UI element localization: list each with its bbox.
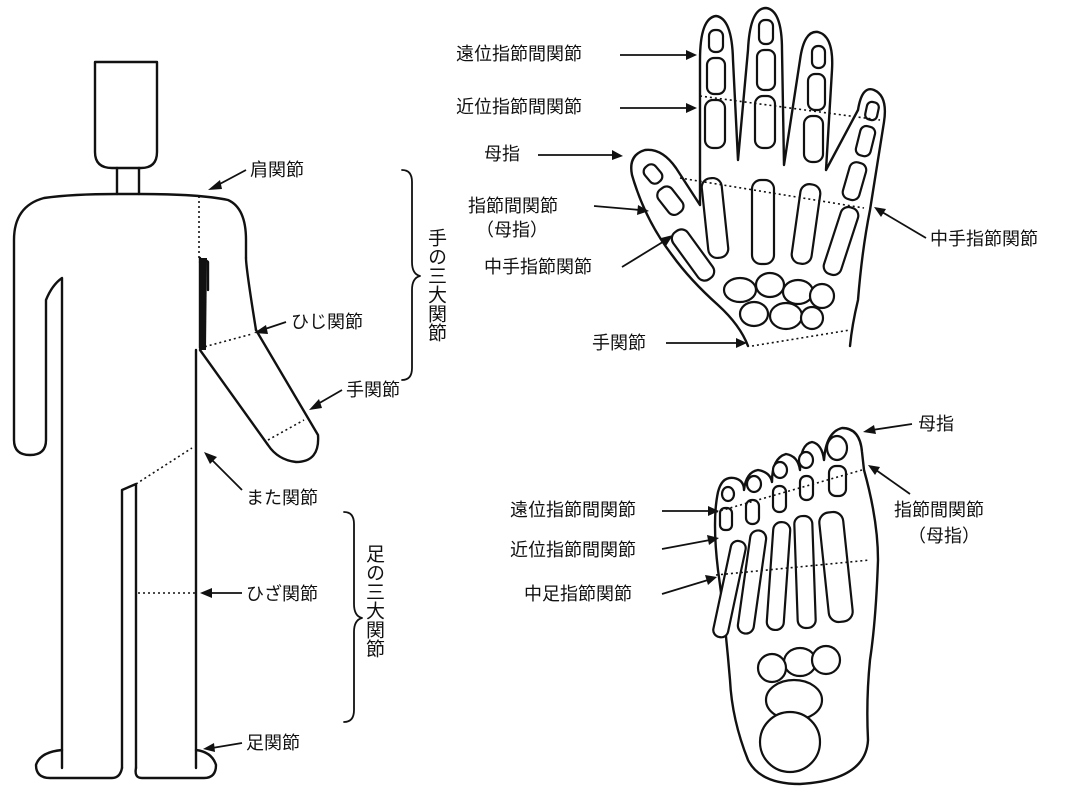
label-foot-dip: 遠位指節間関節: [510, 500, 636, 521]
label-hand-mcp: 中手指節関節: [930, 229, 1038, 250]
label-foot-mtp: 中足指節関節: [524, 584, 632, 605]
label-ankle-joint: 足関節: [246, 733, 300, 754]
label-hand-thumb: 母指: [484, 144, 520, 165]
label-shoulder-joint: 肩関節: [250, 160, 304, 181]
body-labels: 肩関節 ひじ関節 手関節 また関節 ひざ関節 足関節 手の三大関節 足の三大関節: [200, 160, 447, 754]
foot-skeleton: [712, 428, 878, 784]
label-foot-big-toe-ip-note: （母指）: [908, 526, 980, 547]
label-knee-joint: ひざ関節: [246, 583, 318, 605]
label-hand-thumb-ip: 指節間関節: [468, 196, 558, 217]
label-leg-group: 足の三大関節: [363, 544, 385, 658]
label-foot-pip: 近位指節間関節: [510, 540, 636, 561]
label-hand-wrist: 手関節: [592, 333, 646, 354]
label-foot-big-toe-ip: 指節間関節: [894, 500, 984, 521]
label-arm-group: 手の三大関節: [425, 228, 447, 342]
hand-skeleton: [631, 8, 885, 346]
label-hand-thumb-mcp: 中手指節関節: [484, 257, 592, 278]
label-body-wrist-joint: 手関節: [346, 380, 400, 401]
label-elbow-joint: ひじ関節: [291, 312, 363, 333]
label-hand-dip: 遠位指節間関節: [456, 44, 582, 65]
label-foot-big-toe: 母指: [918, 414, 954, 435]
label-hand-pip: 近位指節間関節: [456, 97, 582, 118]
label-hip-joint: また関節: [246, 488, 318, 509]
arm-group-bracket: [402, 170, 420, 380]
leg-group-bracket: [344, 512, 362, 722]
label-hand-thumb-ip-note: （母指）: [476, 220, 548, 241]
